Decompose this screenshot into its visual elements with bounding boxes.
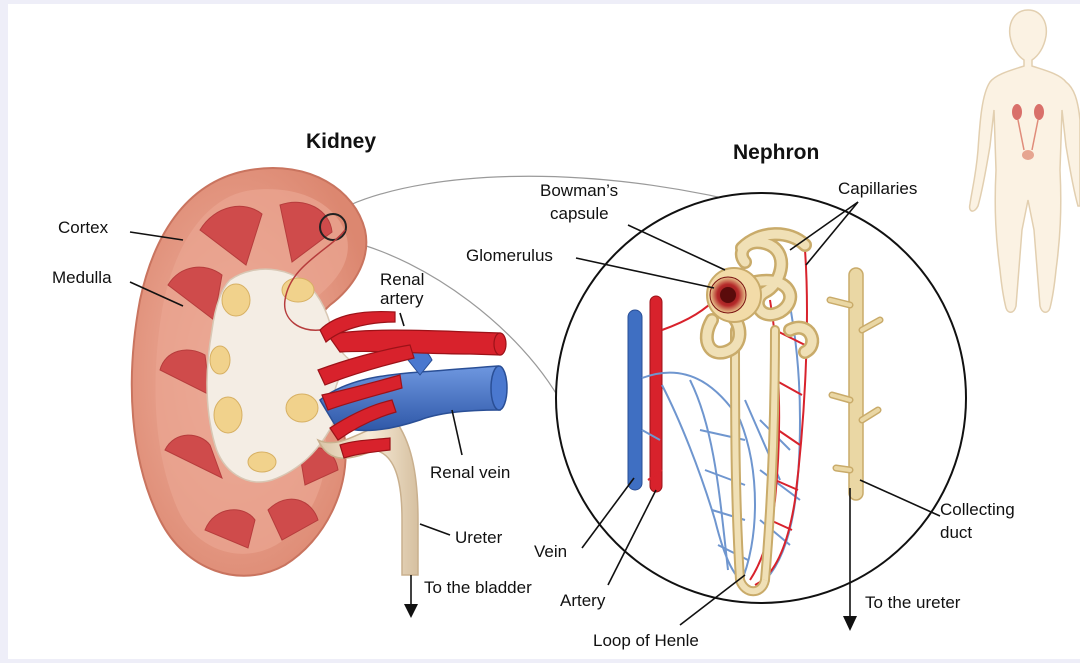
capillaries-label: Capillaries	[838, 179, 917, 198]
ureter-label: Ureter	[455, 528, 503, 547]
nephron-section	[556, 193, 966, 631]
to-ureter-label: To the ureter	[865, 593, 961, 612]
body-left-kidney	[1012, 104, 1022, 120]
to-bladder-arrowhead	[404, 604, 418, 618]
artery-label: Artery	[560, 591, 606, 610]
kidney-title: Kidney	[306, 130, 376, 153]
body-bladder	[1022, 150, 1034, 160]
renal-artery-label-line1: Renal	[380, 270, 424, 289]
medulla-label: Medulla	[52, 268, 112, 287]
artery-vessel	[650, 296, 662, 492]
vein-label: Vein	[534, 542, 567, 561]
body-right-kidney	[1034, 104, 1044, 120]
collecting-duct-label-line1: Collecting	[940, 500, 1015, 519]
ureter-leader	[420, 524, 450, 535]
vein-vessel	[628, 310, 642, 490]
renal-artery-leader	[400, 313, 404, 326]
renal-artery-label-line2: artery	[380, 289, 424, 308]
nephron-title: Nephron	[733, 141, 819, 164]
bowmans-label-line2: capsule	[550, 204, 609, 223]
human-body-figure	[970, 10, 1080, 312]
renal-vein-label: Renal vein	[430, 463, 510, 482]
collecting-duct-label-line2: duct	[940, 523, 972, 542]
glomerulus-label: Glomerulus	[466, 246, 553, 265]
nephron-circle	[556, 193, 966, 603]
cortex-label: Cortex	[58, 218, 109, 237]
renal-vein-leader	[452, 410, 462, 455]
bowmans-label-line1: Bowman’s	[540, 181, 618, 200]
loop-of-henle-label: Loop of Henle	[593, 631, 699, 650]
to-bladder-label: To the bladder	[424, 578, 532, 597]
to-ureter-arrowhead	[843, 616, 857, 631]
